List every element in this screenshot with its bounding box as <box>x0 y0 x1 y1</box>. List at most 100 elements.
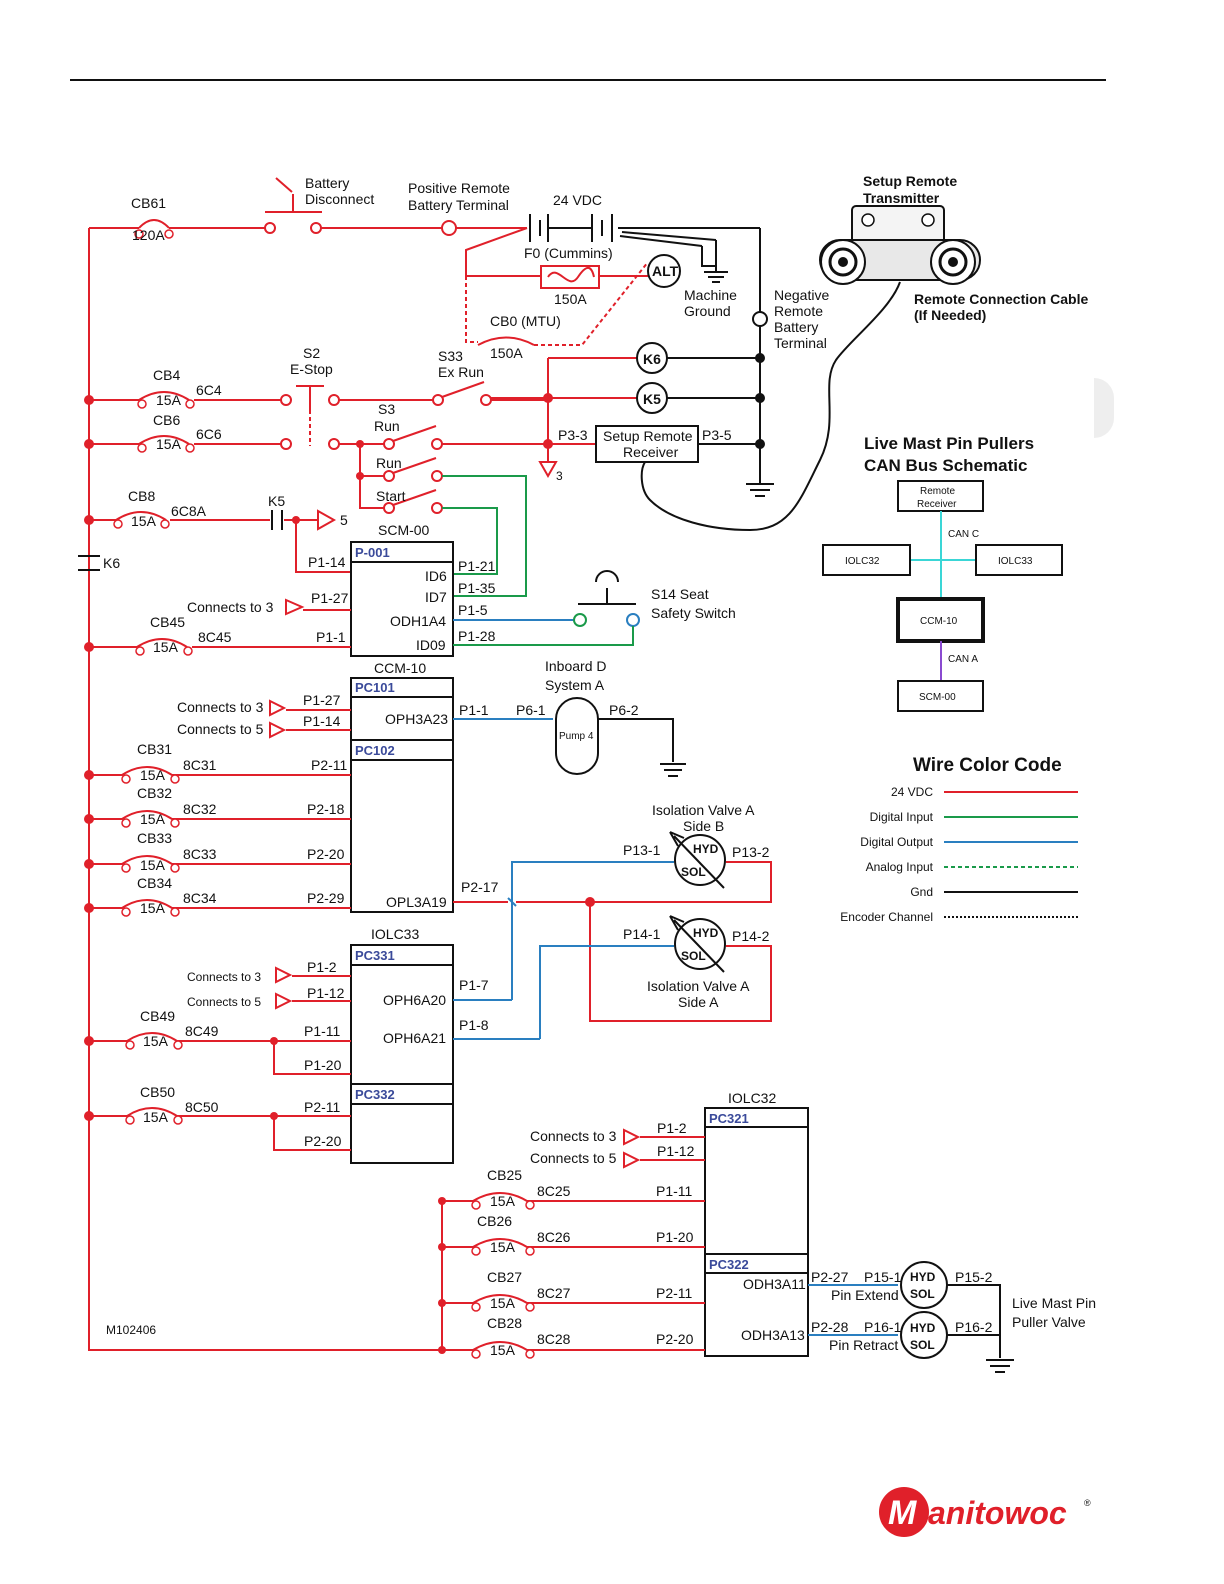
cb8-wire: 6C8A <box>171 503 207 519</box>
legend-label: Gnd <box>910 885 933 899</box>
scm00-id7: ID7 <box>425 589 447 605</box>
cb25-rating: 15A <box>490 1193 516 1209</box>
iso-b-p13-1: P13-1 <box>623 842 661 858</box>
cb8-rating: 15A <box>131 513 157 529</box>
cb25-label: CB25 <box>487 1167 522 1183</box>
cb32-label: CB32 <box>137 785 172 801</box>
cb34-wire: 8C34 <box>183 890 217 906</box>
scm00-p1-35: P1-35 <box>458 580 496 596</box>
iolc32-p1-11: P1-11 <box>656 1183 693 1199</box>
pump-label: Pump 4 <box>559 731 594 742</box>
ccm10-pc101: PC101 <box>355 680 395 695</box>
iolc33-oph21: OPH6A21 <box>383 1030 446 1046</box>
page-header-rule <box>70 79 1106 81</box>
scm00-p1-14: P1-14 <box>308 554 346 570</box>
can-iolc32: IOLC32 <box>845 556 880 567</box>
receiver-label-2: Receiver <box>623 444 679 460</box>
cb34-label: CB34 <box>137 875 172 891</box>
iolc32-p2-11: P2-11 <box>656 1285 693 1301</box>
cb0-label: CB0 (MTU) <box>490 313 561 329</box>
retract-hyd: HYD <box>910 1321 936 1335</box>
scm00-connects-3: Connects to 3 <box>187 599 274 615</box>
setup-remote-transmitter: Setup Remote Transmitter Remote Connecti… <box>640 173 1088 532</box>
scm-00-module: SCM-00 P-001 P1-14 ID6 ID7 ODH1A4 ID09 P… <box>84 522 736 657</box>
cb61-rating: 120A <box>132 227 165 243</box>
cb50-rating: 15A <box>143 1109 169 1125</box>
pin-retract-label: Pin Retract <box>829 1337 898 1353</box>
can-receiver-2: Receiver <box>917 499 957 510</box>
figure-id: M102406 <box>106 1323 156 1337</box>
iso-valve-b-symbol <box>674 834 726 886</box>
iolc32-p2-27: P2-27 <box>811 1269 849 1285</box>
can-remote-receiver-box <box>897 480 984 512</box>
iolc33-p2-20: P2-20 <box>304 1133 342 1149</box>
scm00-p1-28: P1-28 <box>458 628 496 644</box>
cb49-wire: 8C49 <box>185 1023 219 1039</box>
cb45-wire: 8C45 <box>198 629 232 645</box>
can-receiver-1: Remote <box>920 486 955 497</box>
cb27-wire: 8C27 <box>537 1285 571 1301</box>
ccm10-oph: OPH3A23 <box>385 711 448 727</box>
cb32-rating: 15A <box>140 811 166 827</box>
cb28-rating: 15A <box>490 1342 516 1358</box>
pin-p16-1: P16-1 <box>864 1319 902 1335</box>
remote-cable-label-1: Remote Connection Cable <box>914 291 1088 307</box>
s3-label-2: Run <box>374 418 400 434</box>
iolc33-p1-2: P1-2 <box>307 959 337 975</box>
ccm10-p2-20: P2-20 <box>307 846 345 862</box>
receiver-label-1: Setup Remote <box>603 428 693 444</box>
fuse-rating: 150A <box>554 291 587 307</box>
pump-symbol <box>555 697 599 775</box>
ccm10-title: CCM-10 <box>374 660 426 676</box>
iolc32-p1-12: P1-12 <box>657 1143 695 1159</box>
iolc33-p2-11: P2-11 <box>304 1099 341 1115</box>
neg-terminal-label-3: Battery <box>774 319 818 335</box>
p3-3-label: P3-3 <box>558 427 588 443</box>
iso-a-hyd: HYD <box>693 926 719 940</box>
battery-disconnect-label-2: Disconnect <box>305 191 374 207</box>
puller-valve-label-1: Live Mast Pin <box>1012 1295 1096 1311</box>
retract-sol: SOL <box>910 1338 935 1352</box>
scm00-title: SCM-00 <box>378 522 430 538</box>
cb45-label: CB45 <box>150 614 185 630</box>
ccm10-p1-27: P1-27 <box>303 692 341 708</box>
scm00-odh: ODH1A4 <box>390 613 446 629</box>
iso-a-label-1: Isolation Valve A <box>647 978 750 994</box>
battery-disconnect-label-1: Battery <box>305 175 349 191</box>
pin-p15-1: P15-1 <box>864 1269 902 1285</box>
ccm10-p1-1: P1-1 <box>459 702 489 718</box>
ccm10-p1-14: P1-14 <box>303 713 341 729</box>
machine-ground-label-1: Machine <box>684 287 737 303</box>
neg-terminal-label-2: Remote <box>774 303 823 319</box>
scm00-p1-21: P1-21 <box>458 558 496 574</box>
s2-label-1: S2 <box>303 345 320 361</box>
iolc32-title: IOLC32 <box>728 1090 776 1106</box>
iolc33-p1-11: P1-11 <box>304 1023 341 1039</box>
iso-a-sol: SOL <box>681 949 706 963</box>
k5-contact-label: K5 <box>268 493 285 509</box>
iolc32-connects-3: Connects to 3 <box>530 1128 617 1144</box>
machine-ground-label-2: Ground <box>684 303 731 319</box>
neg-terminal-label-4: Terminal <box>774 335 827 351</box>
pin-p16-2: P16-2 <box>955 1319 993 1335</box>
iolc32-module: IOLC32 PC321 PC322 Connects to 3 Connect… <box>438 1090 1096 1373</box>
manitowoc-logo: M anitowoc ® <box>879 1487 1091 1537</box>
pump-title-1: Inboard D <box>545 658 606 674</box>
cb34-rating: 15A <box>140 900 166 916</box>
pump-p6-2: P6-2 <box>609 702 639 718</box>
pin-p15-2: P15-2 <box>955 1269 993 1285</box>
start-label: Start <box>376 488 406 504</box>
cb28-label: CB28 <box>487 1315 522 1331</box>
cb6-label: CB6 <box>153 412 180 428</box>
ccm10-opl: OPL3A19 <box>386 894 447 910</box>
s33-label-2: Ex Run <box>438 364 484 380</box>
iolc32-p2-28: P2-28 <box>811 1319 849 1335</box>
battery-voltage: 24 VDC <box>553 192 602 208</box>
cb8-label: CB8 <box>128 488 155 504</box>
cb32-wire: 8C32 <box>183 801 217 817</box>
p3-5-label: P3-5 <box>702 427 732 443</box>
k5-relay-label: K5 <box>643 391 661 407</box>
can-scm00: SCM-00 <box>919 692 956 703</box>
cb26-wire: 8C26 <box>537 1229 571 1245</box>
